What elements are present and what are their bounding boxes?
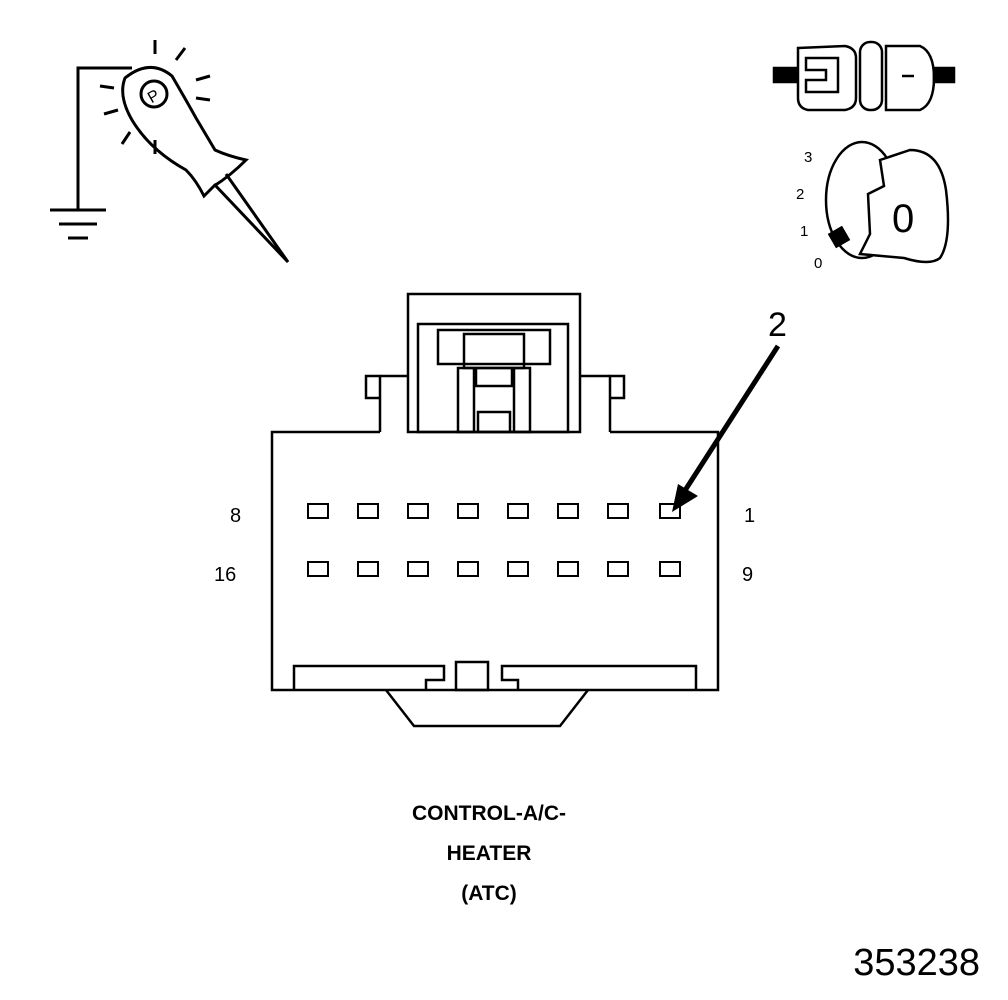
connector-caption-line-1: CONTROL-A/C- xyxy=(412,802,566,825)
pin-cavity-15 xyxy=(357,561,379,577)
pin-row-top xyxy=(307,503,681,519)
ignition-position-1: 1 xyxy=(800,223,808,240)
pin-cavity-13 xyxy=(457,561,479,577)
pin-cavity-16 xyxy=(307,561,329,577)
ignition-position-0: 0 xyxy=(814,255,822,272)
pin-cavity-8 xyxy=(307,503,329,519)
pin-cavity-11 xyxy=(557,561,579,577)
connector-caption-line-2: HEATER xyxy=(446,842,532,865)
pin-label-8: 8 xyxy=(230,505,241,527)
connector-body xyxy=(270,292,720,728)
pin-cavity-10 xyxy=(607,561,629,577)
ignition-key-label: 0 xyxy=(892,197,914,241)
figure-number: 353238 xyxy=(853,942,980,984)
ground-symbol-icon xyxy=(50,208,106,240)
pin-cavity-9 xyxy=(659,561,681,577)
pin-cavity-14 xyxy=(407,561,429,577)
pin-label-9: 9 xyxy=(742,564,753,586)
pin-cavity-6 xyxy=(407,503,429,519)
pin-label-16: 16 xyxy=(214,564,236,586)
callout-arrow xyxy=(672,344,781,512)
ignition-position-3: 3 xyxy=(804,149,812,166)
pin-cavity-2 xyxy=(607,503,629,519)
pin-cavity-7 xyxy=(357,503,379,519)
disconnected-connector-icon xyxy=(772,40,956,112)
pin-cavity-3 xyxy=(557,503,579,519)
pin-row-bottom xyxy=(307,561,681,577)
callout-number: 2 xyxy=(768,306,787,344)
pin-cavity-4 xyxy=(507,503,529,519)
pin-label-1: 1 xyxy=(744,505,755,527)
pin-cavity-12 xyxy=(507,561,529,577)
connector-caption-line-3: (ATC) xyxy=(461,882,517,905)
test-light-probe-icon: P xyxy=(50,40,290,264)
ignition-position-2: 2 xyxy=(796,186,804,203)
pin-cavity-5 xyxy=(457,503,479,519)
ignition-key-icon xyxy=(824,140,950,264)
